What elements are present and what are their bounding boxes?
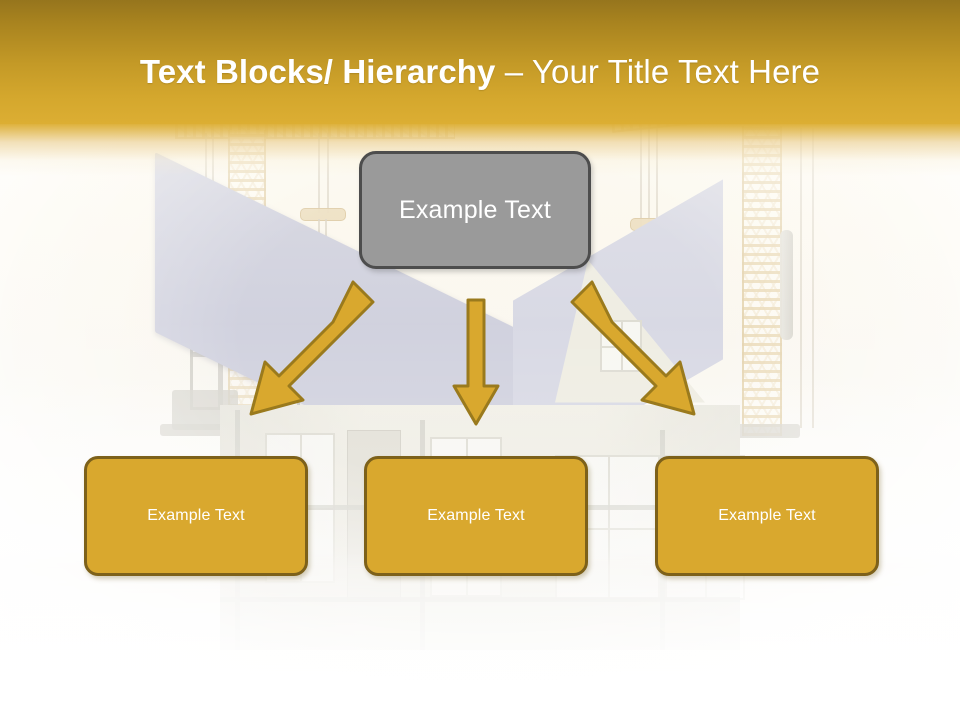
title-band <box>0 0 960 124</box>
arrow-down-right-icon <box>570 280 696 416</box>
arrow-down-left-icon <box>249 280 375 416</box>
page-title-bold: Text Blocks/ Hierarchy <box>139 53 496 90</box>
page-title: Text Blocks/ Hierarchy – Your Title Text… <box>0 52 960 92</box>
arrow-down-icon <box>452 298 500 426</box>
page-title-regular: Your Title Text Here <box>531 53 821 90</box>
hierarchy-parent-node[interactable]: Example Text <box>359 151 591 269</box>
hierarchy-child-node-2[interactable]: Example Text <box>364 456 588 576</box>
hierarchy-child-node-1[interactable]: Example Text <box>84 456 308 576</box>
hierarchy-child-label-3: Example Text <box>718 507 816 524</box>
hierarchy-child-label-1: Example Text <box>147 507 245 524</box>
hierarchy-child-node-3[interactable]: Example Text <box>655 456 879 576</box>
page-title-separator: – <box>495 53 532 90</box>
hierarchy-child-label-2: Example Text <box>427 507 525 524</box>
hierarchy-parent-label: Example Text <box>398 195 551 224</box>
